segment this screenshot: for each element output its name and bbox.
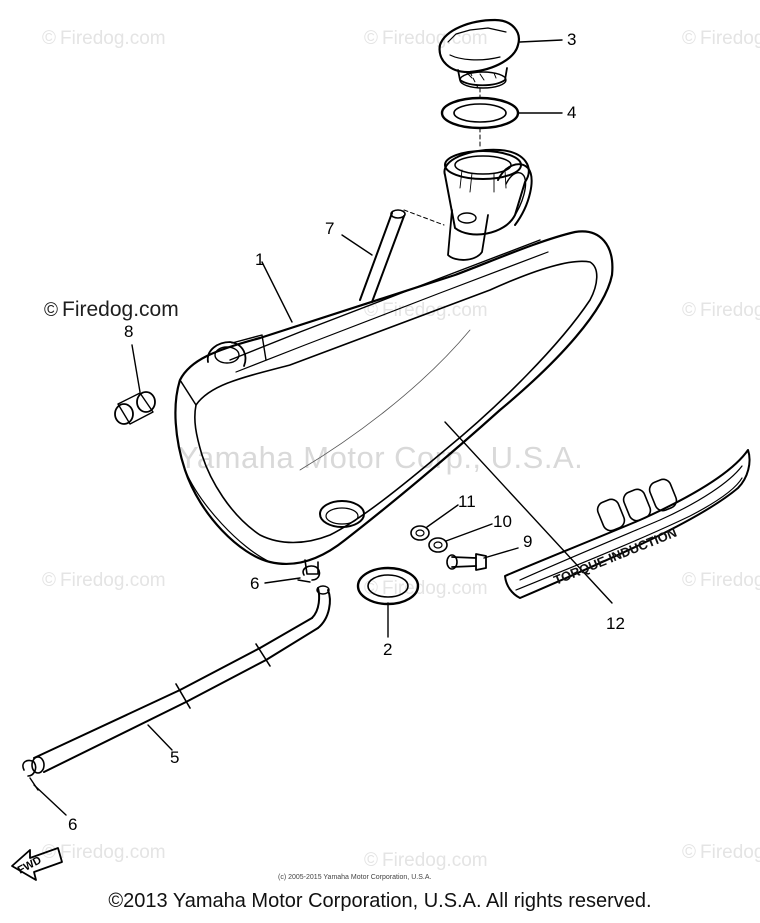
watermark: ©Firedog.com — [42, 842, 166, 863]
grommet — [356, 566, 420, 606]
dark-watermark: ©Firedog.com — [44, 298, 179, 321]
leader-lines — [33, 39, 613, 816]
breather-hose — [359, 209, 406, 303]
callout-1: 1 — [255, 250, 265, 269]
callout-4: 4 — [567, 103, 577, 122]
watermark: ©Firedog.com — [42, 570, 166, 591]
callout-5: 5 — [170, 748, 180, 767]
cap-gasket — [440, 96, 520, 130]
center-watermark: Yamaha Motor Corp., U.S.A. — [178, 440, 584, 475]
watermark: ©Firedog.com — [364, 850, 488, 871]
footer-copyright: ©2013 Yamaha Motor Corporation, U.S.A. A… — [108, 890, 652, 912]
callout-10: 10 — [493, 512, 512, 531]
watermark: ©Firedog.com — [42, 28, 166, 49]
tank-emblem — [504, 449, 751, 599]
forward-arrow — [11, 847, 63, 881]
watermark: ©Firedog.com — [364, 28, 488, 49]
callout-6b: 6 — [68, 815, 78, 834]
filler-neck — [443, 148, 533, 261]
fuel-cap — [438, 18, 520, 89]
watermark: ©Firedog.com — [682, 842, 760, 863]
fuel-hose — [31, 585, 331, 774]
watermark: ©Firedog.com — [682, 570, 760, 591]
fwd-label: FWD — [16, 854, 44, 876]
fuel-tank — [174, 230, 614, 575]
callout-2: 2 — [383, 640, 393, 659]
callout-11: 11 — [458, 492, 476, 511]
callout-9: 9 — [523, 532, 533, 551]
watermark: ©Firedog.com — [682, 28, 760, 49]
callout-6a: 6 — [250, 574, 260, 593]
mounting-hardware — [410, 525, 487, 571]
rubber-bushing — [114, 391, 156, 425]
watermark: ©Firedog.com — [682, 300, 760, 321]
emblem-text: TORQUE INDUCTION — [552, 525, 679, 588]
callout-3: 3 — [567, 30, 577, 49]
callout-7: 7 — [325, 219, 335, 238]
small-copyright: (c) 2005-2015 Yamaha Motor Corporation, … — [278, 874, 432, 881]
callout-8: 8 — [124, 322, 134, 341]
callout-12: 12 — [606, 614, 625, 633]
